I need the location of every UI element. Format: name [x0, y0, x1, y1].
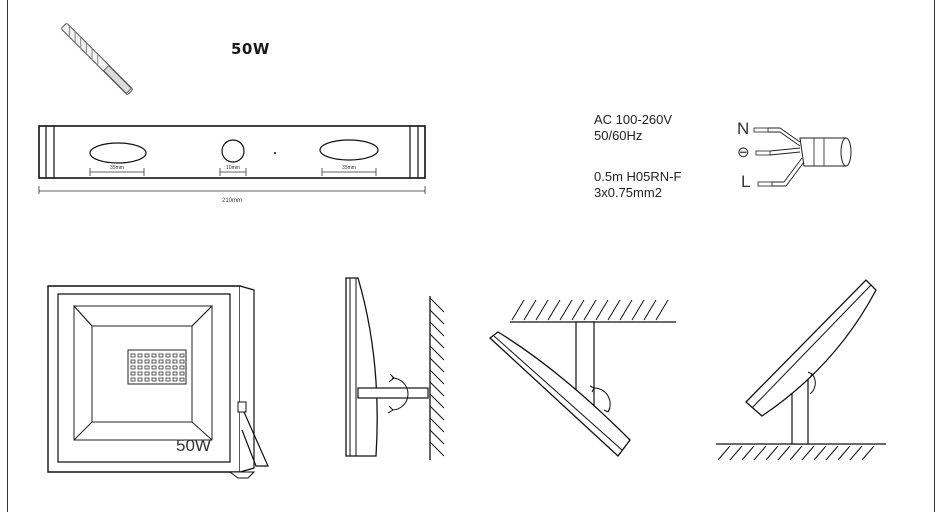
right-hole-dimension: 35mm [342, 165, 356, 171]
wire-plug-icon [753, 127, 852, 187]
voltage-spec: AC 100-260V [594, 112, 673, 127]
front-power-label: 50W [176, 436, 211, 455]
page-frame [7, 0, 935, 512]
wall-mount-icon [345, 277, 445, 460]
power-title: 50W [231, 40, 270, 58]
left-hole-dimension: 35mm [110, 165, 124, 171]
live-label: L [741, 172, 751, 191]
frequency-spec: 50/60Hz [594, 128, 643, 143]
center-hole-dimension: 10mm [226, 165, 240, 171]
floodlight-front-icon [47, 285, 269, 479]
neutral-label: N [737, 119, 750, 138]
cable-section-spec: 3x0.75mm2 [594, 185, 662, 200]
earth-symbol: ⊖ [737, 144, 750, 161]
drill-bit-icon [61, 23, 133, 95]
total-width-dimension: 210mm [222, 198, 242, 204]
ceiling-mount-icon [488, 299, 676, 457]
floor-mount-icon [716, 279, 886, 461]
mounting-dimension-diagram: 35mm 10mm 35mm 210mm [38, 125, 426, 204]
cable-spec: 0.5m H05RN-F [594, 169, 682, 184]
